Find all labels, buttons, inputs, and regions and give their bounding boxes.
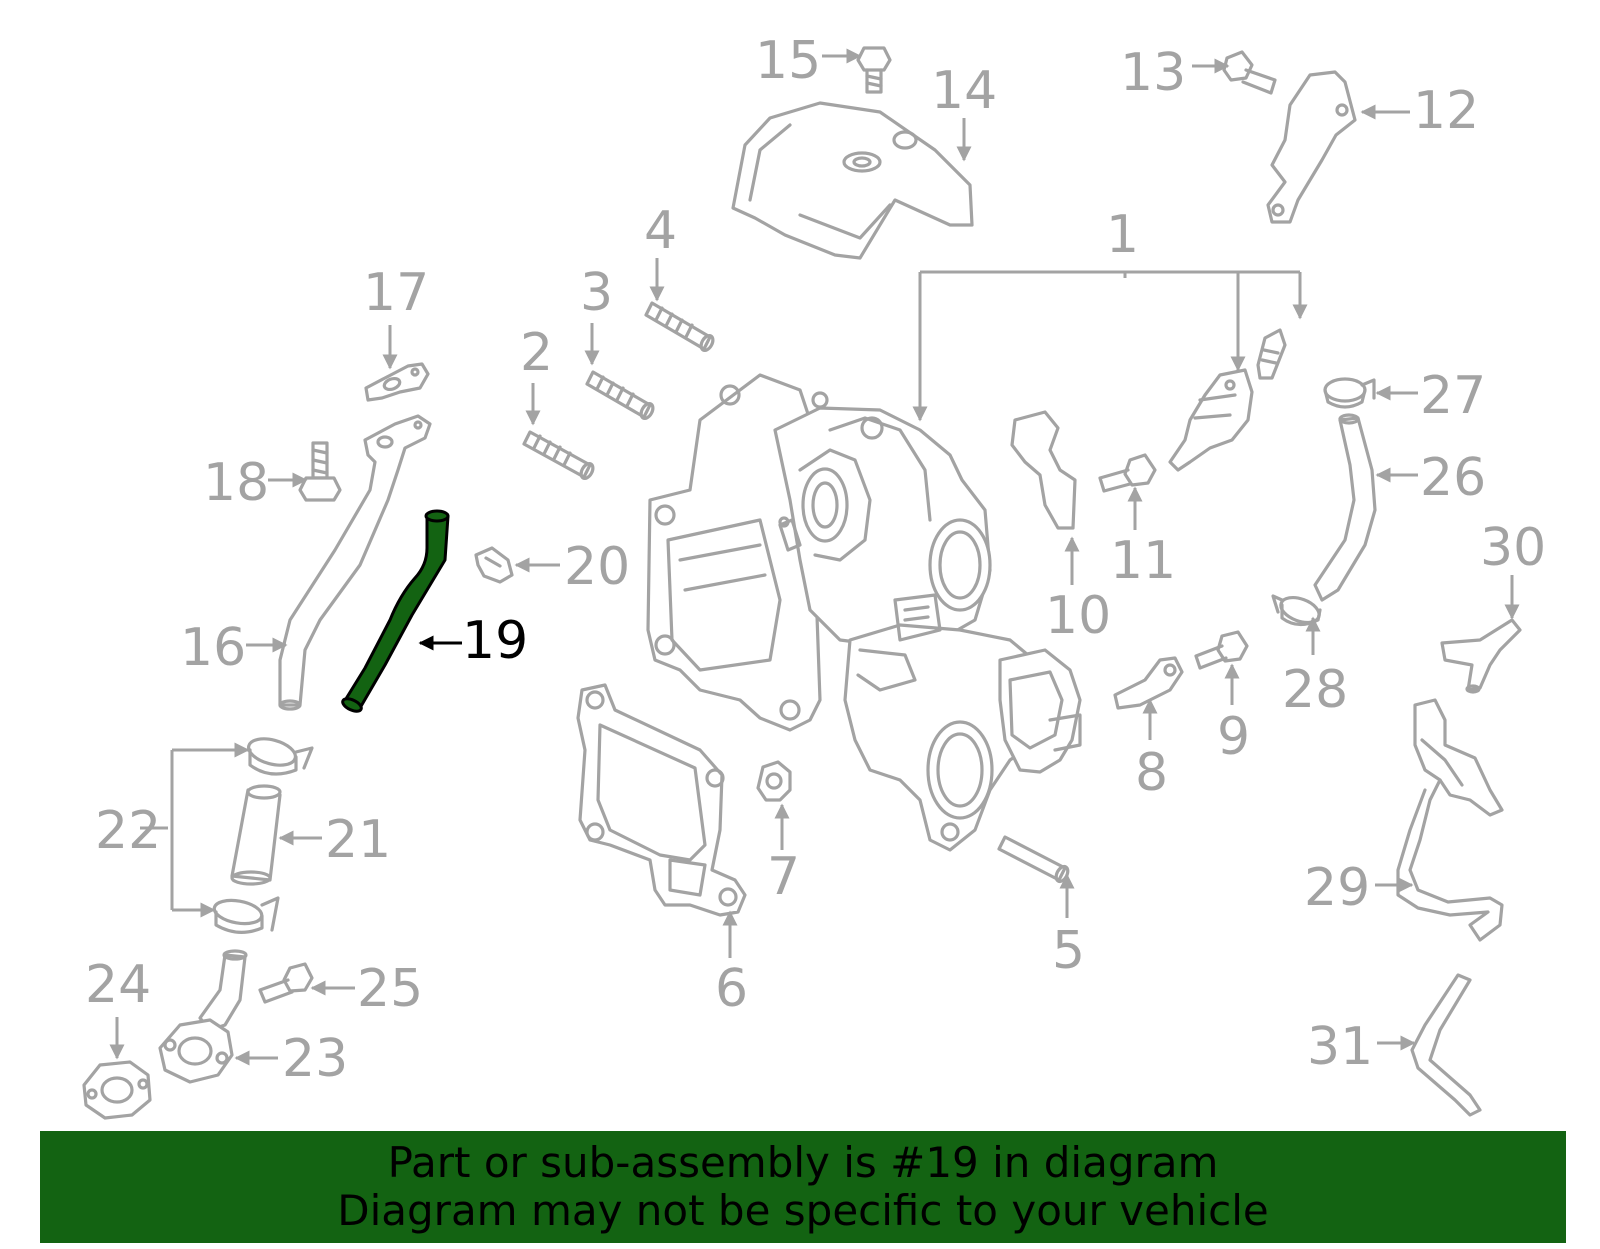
part-24-gasket[interactable]	[82, 1060, 152, 1120]
callout-21: 21	[325, 810, 391, 870]
banner-line-disclaimer: Diagram may not be specific to your vehi…	[337, 1186, 1269, 1235]
callout-labels: 1 2 3 4 5 6 7 8 9 10 11 12 13 14 15 16 1…	[85, 31, 1546, 1089]
callout-11: 11	[1110, 531, 1176, 591]
callout-4: 4	[644, 201, 677, 261]
part-17-gasket[interactable]	[364, 362, 430, 402]
callout-9: 9	[1217, 707, 1250, 767]
callout-25: 25	[357, 959, 423, 1019]
callout-26: 26	[1420, 448, 1486, 508]
callout-12: 12	[1413, 81, 1479, 141]
callout-3: 3	[580, 263, 613, 323]
part-26-hose[interactable]	[1313, 413, 1377, 602]
part-7-nut[interactable]	[756, 760, 792, 802]
part-5-stud[interactable]	[997, 835, 1070, 884]
info-banner: Part or sub-assembly is #19 in diagram D…	[40, 1131, 1566, 1243]
part-4-stud[interactable]	[644, 301, 715, 352]
part-27-clamp[interactable]	[1323, 377, 1376, 409]
part-10-bracket[interactable]	[1010, 410, 1077, 530]
part-1-valve-connector[interactable]	[1168, 368, 1254, 472]
part-3-stud[interactable]	[585, 370, 655, 420]
part-20-clip[interactable]	[474, 546, 514, 584]
part-1-sensor-right[interactable]	[1256, 328, 1287, 380]
callout-13: 13	[1120, 43, 1186, 103]
callout-20: 20	[564, 537, 630, 597]
callout-19-highlighted: 19	[462, 611, 528, 671]
part-16-oil-pipe[interactable]	[278, 414, 432, 711]
part-30-fitting[interactable]	[1440, 618, 1522, 694]
callout-6: 6	[715, 959, 748, 1019]
callout-15: 15	[755, 31, 821, 91]
callout-18: 18	[203, 453, 269, 513]
part-22-clamp-lower[interactable]	[212, 896, 280, 934]
leader-lines	[109, 48, 1520, 1066]
callout-24: 24	[85, 955, 151, 1015]
part-11-bolt[interactable]	[1098, 453, 1157, 493]
callout-8: 8	[1135, 743, 1168, 803]
part-21-hose[interactable]	[230, 784, 282, 886]
callout-16: 16	[180, 618, 246, 678]
callout-17: 17	[363, 263, 429, 323]
part-19-hose-highlighted[interactable]	[341, 509, 450, 714]
part-29-bracket-line[interactable]	[1396, 698, 1504, 942]
callout-27: 27	[1420, 366, 1486, 426]
callout-30: 30	[1480, 518, 1546, 578]
callout-7: 7	[767, 847, 800, 907]
callout-29: 29	[1304, 858, 1370, 918]
callout-31: 31	[1307, 1017, 1373, 1077]
callout-1: 1	[1106, 205, 1139, 265]
callout-23: 23	[282, 1029, 348, 1089]
part-15-bolt[interactable]	[856, 46, 892, 94]
part-23-pipe-flange[interactable]	[158, 949, 248, 1084]
part-12-bracket[interactable]	[1266, 70, 1357, 224]
callout-10: 10	[1045, 586, 1111, 646]
part-2-stud[interactable]	[522, 430, 595, 480]
part-8-bracket[interactable]	[1113, 656, 1184, 710]
callout-2: 2	[520, 323, 553, 383]
callout-14: 14	[931, 61, 997, 121]
part-18-bolt[interactable]	[298, 441, 342, 502]
part-25-bolt[interactable]	[258, 962, 314, 1004]
part-1-turbocharger[interactable]	[646, 373, 1082, 852]
banner-line-part-info: Part or sub-assembly is #19 in diagram	[387, 1138, 1219, 1187]
part-28-clamp[interactable]	[1271, 593, 1323, 627]
part-22-clamp-upper[interactable]	[246, 734, 314, 776]
callout-5: 5	[1052, 921, 1085, 981]
callout-22: 22	[95, 801, 161, 861]
part-9-bolt[interactable]	[1194, 630, 1249, 670]
part-14-heat-shield[interactable]	[731, 101, 974, 260]
callout-28: 28	[1282, 660, 1348, 720]
part-13-bolt[interactable]	[1222, 50, 1277, 95]
part-31-bracket[interactable]	[1410, 973, 1482, 1117]
part-6-gasket[interactable]	[576, 683, 747, 917]
